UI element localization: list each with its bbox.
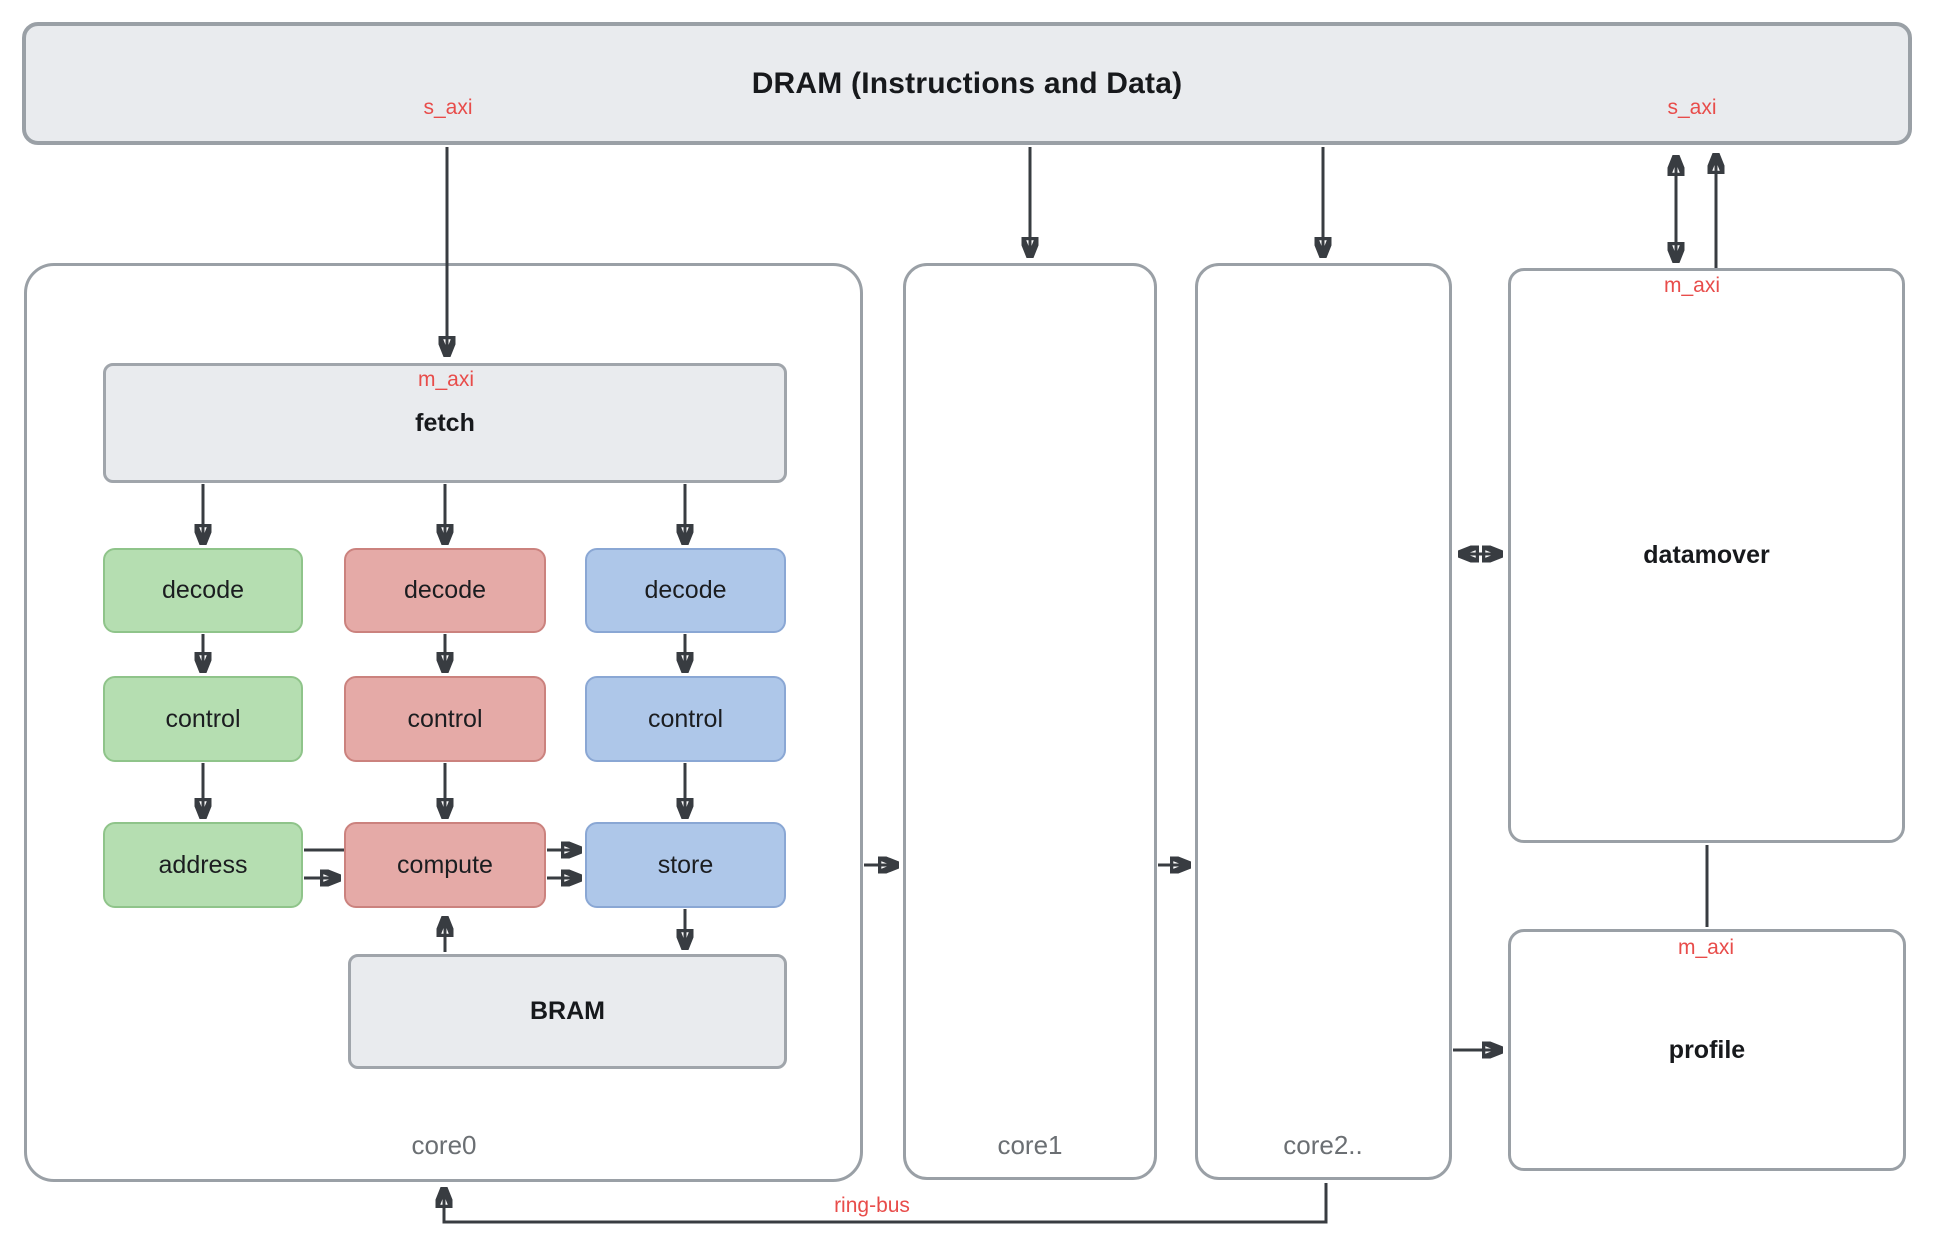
dram-title: DRAM (Instructions and Data)	[751, 66, 1183, 100]
datamover-box: datamover	[1508, 268, 1905, 843]
stage-store: store	[585, 822, 786, 908]
ring-bus-label: ring-bus	[834, 1194, 910, 1217]
datamover-port-m-axi: m_axi	[1663, 274, 1721, 297]
stage-decode-blue: decode	[585, 548, 786, 633]
profile-box: profile	[1508, 929, 1906, 1171]
profile-port-m-axi: m_axi	[1677, 936, 1735, 959]
stage-control-pink: control	[344, 676, 546, 762]
dram-port-s-axi-right: s_axi	[1667, 96, 1717, 119]
bram-box: BRAM	[348, 954, 787, 1069]
core0-label: core0	[411, 1130, 477, 1160]
fetch-label: fetch	[415, 408, 475, 437]
stage-decode-green: decode	[103, 548, 303, 633]
core2-label: core2..	[1283, 1130, 1363, 1160]
stage-control-blue: control	[585, 676, 786, 762]
dram-box: DRAM (Instructions and Data)	[22, 22, 1912, 145]
dram-port-s-axi-left: s_axi	[423, 96, 473, 119]
fetch-port-m-axi: m_axi	[417, 368, 475, 391]
profile-label: profile	[1668, 1035, 1746, 1064]
stage-decode-pink: decode	[344, 548, 546, 633]
fetch-box: fetch	[103, 363, 787, 483]
bram-label: BRAM	[530, 997, 605, 1025]
datamover-label: datamover	[1643, 541, 1770, 569]
core2-box	[1195, 263, 1452, 1180]
stage-compute: compute	[344, 822, 546, 908]
stage-control-green: control	[103, 676, 303, 762]
stage-address: address	[103, 822, 303, 908]
core1-label: core1	[997, 1130, 1063, 1160]
core1-box	[903, 263, 1157, 1180]
